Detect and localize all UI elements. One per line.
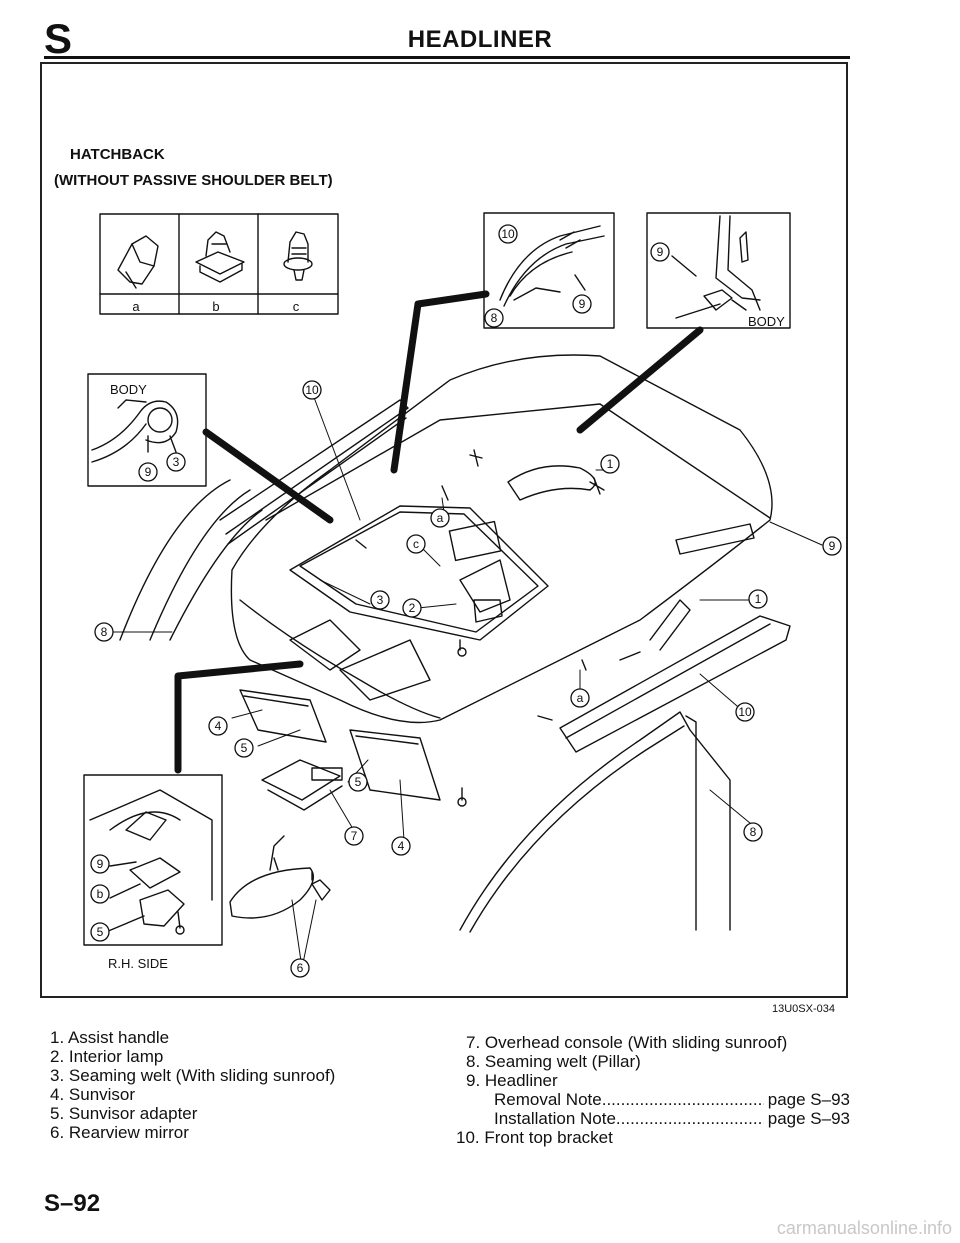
rh-side-inset [83,774,223,946]
clip-type-table [99,213,339,315]
inset-leader-lines [174,290,704,774]
sunvisor-right [349,729,441,801]
callout-10-inset: 10 [501,227,515,241]
headliner-panel [119,354,773,724]
callout-3-body-inset: 3 [173,455,180,469]
figure-frame [40,62,848,998]
legend-item-6: 6. Rearview mirror [50,1123,189,1142]
callout-10-upper: 10 [305,383,319,397]
callout-9-inset: 9 [579,297,586,311]
callout-3: 3 [377,593,384,607]
legend-right-column: 7. Overhead console (With sliding sunroo… [440,1033,850,1147]
body-label-left-inset: BODY [110,382,147,397]
callout-8-left: 8 [101,625,108,639]
callout-9-rh-inset: 9 [97,857,104,871]
rearview-mirror [229,835,331,919]
callout-5-right: 5 [355,775,362,789]
header-rule [44,56,850,59]
callout-9-right: 9 [829,539,836,553]
callout-a-lower: a [577,691,584,705]
legend-item-7: 7. Overhead console (With sliding sunroo… [466,1033,788,1052]
clip-label-b: b [212,299,219,314]
callout-c: c [413,537,419,551]
installation-note-label: Installation Note [494,1109,616,1128]
legend-item-10: 10. Front top bracket [456,1128,613,1147]
callout-1-right: 1 [755,592,762,606]
section-letter: S [44,15,73,62]
overhead-console [261,759,343,811]
callout-9-pillar-inset: 9 [657,245,664,259]
callout-2: 2 [409,601,416,615]
figure-heading-variant: (WITHOUT PASSIVE SHOULDER BELT) [54,172,333,189]
legend-left-column: 1. Assist handle 2. Interior lamp 3. Sea… [50,1028,335,1142]
legend-item-8: 8. Seaming welt (Pillar) [466,1052,641,1071]
legend-item-5: 5. Sunvisor adapter [50,1104,198,1123]
legend-removal-note: Removal Note ...........................… [440,1090,850,1109]
legend-item-9: 9. Headliner [466,1071,558,1090]
front-top-bracket [559,599,791,753]
legend-installation-note: Installation Note ......................… [440,1109,850,1128]
callout-b-rh-inset: b [97,887,104,901]
callout-9-body-inset: 9 [145,465,152,479]
figure-heading-model: HATCHBACK [70,146,165,163]
removal-note-label: Removal Note [494,1090,602,1109]
clip-label-a: a [132,299,140,314]
removal-note-page-ref: page S–93 [767,1090,850,1109]
clip-label-c: c [293,299,300,314]
pillar-seaming-welt [459,711,731,933]
bracket-detail-inset [483,212,615,329]
page-title: HEADLINER [407,26,553,53]
callout-1-upper: 1 [607,457,614,471]
sunvisor-left [239,689,327,743]
callout-a-upper: a [437,511,444,525]
removal-note-leader-dots: ........................................… [601,1090,764,1109]
legend-item-1: 1. Assist handle [50,1028,170,1047]
watermark: carmanualsonline.info [776,1218,952,1238]
body-label-right-inset: BODY [748,314,785,329]
callout-6: 6 [297,961,304,975]
callout-5-left: 5 [241,741,248,755]
page-number: S–92 [44,1190,101,1217]
installation-note-page-ref: page S–93 [767,1109,850,1128]
installation-note-leader-dots: ........................................… [615,1109,764,1128]
callout-5-rh-inset: 5 [97,925,104,939]
legend-item-2: 2. Interior lamp [50,1047,164,1066]
legend-item-4: 4. Sunvisor [50,1085,136,1104]
callout-10-lower: 10 [738,705,752,719]
callout-4-left: 4 [215,719,222,733]
callout-8-lower: 8 [750,825,757,839]
legend-item-3: 3. Seaming welt (With sliding sunroof) [50,1066,336,1085]
pillar-detail-inset [646,212,791,329]
callout-8-inset: 8 [491,311,498,325]
callout-leader-lines [107,391,823,969]
figure-code: 13U0SX-034 [772,1003,835,1015]
fasteners [273,449,641,881]
callout-7: 7 [351,829,358,843]
callout-4-right: 4 [398,839,405,853]
rh-side-label: R.H. SIDE [108,956,168,971]
